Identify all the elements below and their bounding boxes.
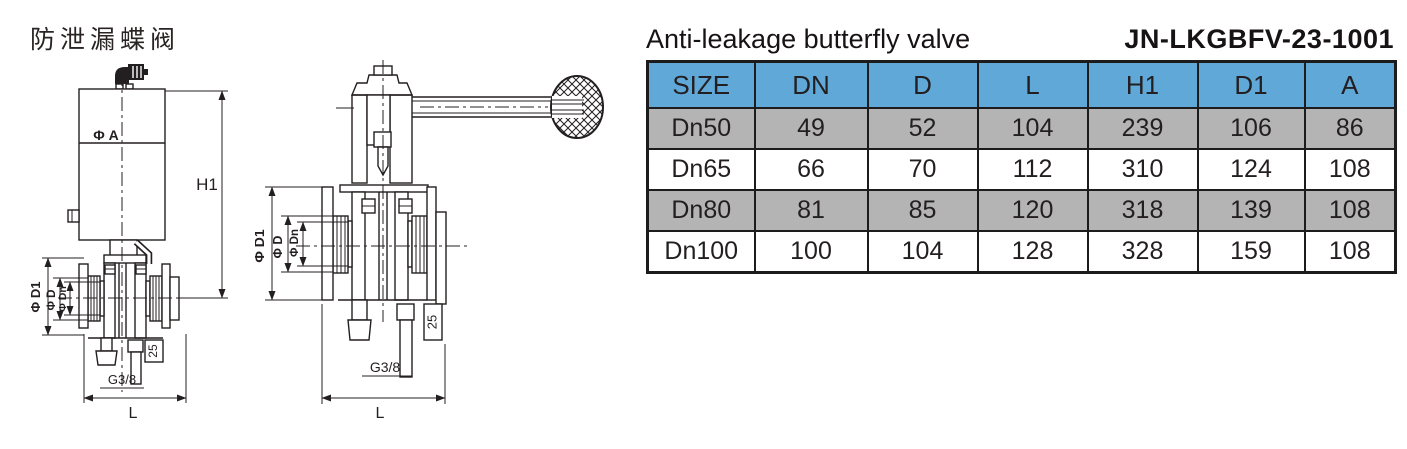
cell: 108 [1303, 148, 1397, 191]
cell: 104 [866, 230, 979, 274]
cell: 85 [866, 189, 979, 232]
col-header-dn: DN [753, 60, 869, 109]
cell: 318 [1086, 189, 1199, 232]
cell: Dn100 [646, 230, 756, 274]
dim-label-phi-dn: Φ Dn [289, 229, 301, 257]
cell: Dn80 [646, 189, 756, 232]
cell: 81 [753, 189, 869, 232]
table-header-row: Anti-leakage butterfly valve JN-LKGBFV-2… [646, 24, 1394, 55]
cell: 310 [1086, 148, 1199, 191]
valve-neck [109, 239, 153, 264]
spec-table: SIZE DN D L H1 D1 A Dn50 49 52 104 239 1… [646, 60, 1397, 274]
table-head-row: SIZE DN D L H1 D1 A [646, 60, 1397, 109]
table-row-dn100: Dn100 100 104 128 328 159 108 [646, 230, 1397, 274]
pneumatic-valve-drawing: Φ A [28, 64, 228, 422]
col-header-a: A [1303, 60, 1397, 109]
dim-label-phi-a: Φ A [93, 127, 119, 143]
dim-label-h1: H1 [196, 175, 218, 194]
drain-ports: 25 G3/8 [95, 337, 164, 389]
cell: 328 [1086, 230, 1199, 274]
dimension-l: L [83, 334, 187, 422]
dim-label-phi-d1: Φ D1 [255, 229, 267, 262]
dimension-h1: H1 [165, 90, 228, 299]
thread-label-g38: G3/8 [370, 359, 401, 375]
table-row-dn80: Dn80 81 85 120 318 139 108 [646, 189, 1397, 232]
col-header-l: L [976, 60, 1089, 109]
cell: 239 [1086, 107, 1199, 150]
cell: 159 [1196, 230, 1306, 274]
cell: 100 [753, 230, 869, 274]
dimension-l: L [321, 304, 446, 422]
page-title-chinese: 防泄漏蝶阀 [30, 26, 181, 54]
dim-label-l: L [129, 405, 138, 422]
dim-label-phi-d: Φ D [46, 290, 58, 311]
cell: 108 [1303, 230, 1397, 274]
cell: 112 [976, 148, 1089, 191]
cell: 139 [1196, 189, 1306, 232]
col-header-d1: D1 [1196, 60, 1306, 109]
cell: 49 [753, 107, 869, 150]
cell: 52 [866, 107, 979, 150]
table-row-dn65: Dn65 66 70 112 310 124 108 [646, 148, 1397, 191]
cell: 104 [976, 107, 1089, 150]
valve-body [321, 186, 447, 305]
dimension-diameters: Φ D1 Φ D Φ Dn [255, 186, 348, 301]
table-title: Anti-leakage butterfly valve [646, 24, 971, 54]
cell: Dn50 [646, 107, 756, 150]
table-row-dn50: Dn50 49 52 104 239 106 86 [646, 107, 1397, 150]
cell: Dn65 [646, 148, 756, 191]
spec-table-section: Anti-leakage butterfly valve JN-LKGBFV-2… [646, 24, 1397, 274]
model-number: JN-LKGBFV-23-1001 [1124, 24, 1394, 54]
cell: 128 [976, 230, 1089, 274]
bonnet-section [336, 65, 429, 193]
cell: 108 [1303, 189, 1397, 232]
cell: 120 [976, 189, 1089, 232]
pneumatic-actuator: Φ A [67, 88, 166, 241]
cell: 106 [1196, 107, 1306, 150]
col-header-h1: H1 [1086, 60, 1199, 109]
dim-label-phi-d1: Φ D1 [28, 282, 43, 313]
dim-label-l: L [376, 405, 385, 422]
dim-label-25: 25 [424, 315, 439, 329]
handle [412, 75, 604, 139]
cell: 70 [866, 148, 979, 191]
valve-body [78, 254, 180, 339]
dimension-diameters: Φ D1 Φ D Φ Dn [28, 257, 100, 336]
dim-label-phi-d: Φ D [271, 236, 285, 259]
cell: 66 [753, 148, 869, 191]
dim-label-25: 25 [146, 344, 160, 358]
manual-valve-drawing: 25 G3/8 Φ D1 Φ D Φ Dn L [255, 60, 604, 422]
air-fitting-icon [115, 64, 148, 90]
col-header-d: D [866, 60, 979, 109]
cell: 124 [1196, 148, 1306, 191]
cell: 86 [1303, 107, 1397, 150]
col-header-size: SIZE [646, 60, 756, 109]
dim-label-phi-dn: Φ Dn [57, 286, 69, 312]
drain-ports: 25 G3/8 [347, 299, 443, 378]
